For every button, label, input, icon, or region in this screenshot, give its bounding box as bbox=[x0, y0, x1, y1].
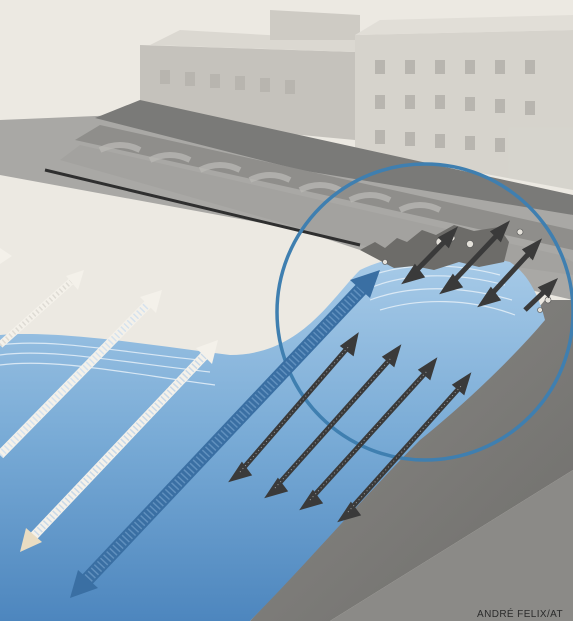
image-credit: ANDRÉ FELIX/AT bbox=[477, 609, 563, 620]
